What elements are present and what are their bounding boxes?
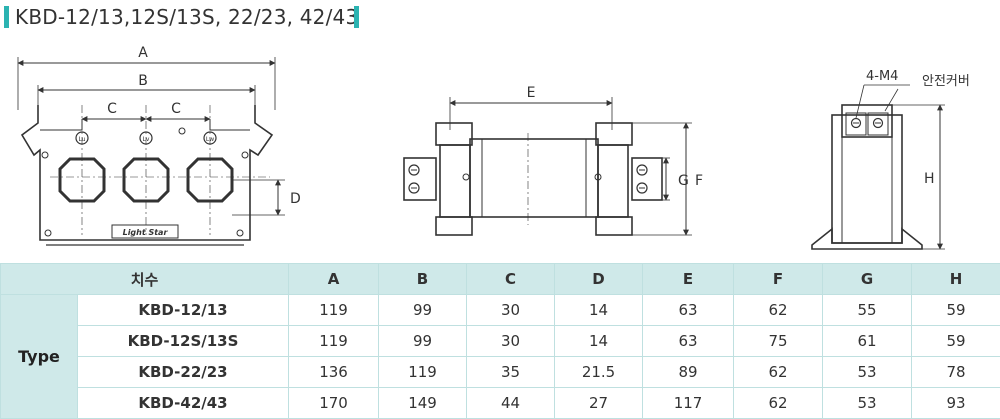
- cell-e: 89: [643, 357, 734, 388]
- cell-f: 62: [734, 295, 823, 326]
- cell-g: 53: [823, 388, 912, 419]
- table-row: KBD-22/23 136 119 35 21.5 89 62 53 78: [1, 357, 1000, 388]
- cell-g: 61: [823, 326, 912, 357]
- cell-g: 53: [823, 357, 912, 388]
- cell-a: 119: [289, 326, 379, 357]
- header-col-c: C: [467, 264, 555, 295]
- model-name: KBD-12/13: [78, 295, 289, 326]
- model-name: KBD-12S/13S: [78, 326, 289, 357]
- model-name: KBD-22/23: [78, 357, 289, 388]
- table-header-row: 치수 A B C D E F G H: [1, 264, 1000, 295]
- cell-c: 35: [467, 357, 555, 388]
- type-label: Type: [1, 295, 78, 419]
- dim-label-g: G: [678, 173, 689, 189]
- cell-e: 117: [643, 388, 734, 419]
- cell-a: 136: [289, 357, 379, 388]
- header-col-e: E: [643, 264, 734, 295]
- dim-label-h: H: [924, 171, 935, 187]
- dimension-table: 치수 A B C D E F G H Type KBD-12/13 119 99…: [0, 263, 1000, 419]
- cell-f: 75: [734, 326, 823, 357]
- cell-h: 78: [912, 357, 1000, 388]
- cell-d: 14: [555, 326, 643, 357]
- cell-b: 99: [379, 326, 467, 357]
- terminal-label-lw: Lw: [206, 136, 214, 143]
- cell-a: 119: [289, 295, 379, 326]
- model-name: KBD-42/43: [78, 388, 289, 419]
- cell-e: 63: [643, 326, 734, 357]
- table-row: Type KBD-12/13 119 99 30 14 63 62 55 59: [1, 295, 1000, 326]
- title-accent-left: [4, 6, 9, 28]
- header-col-g: G: [823, 264, 912, 295]
- table-row: KBD-12S/13S 119 99 30 14 63 75 61 59: [1, 326, 1000, 357]
- header-col-a: A: [289, 264, 379, 295]
- table-row: KBD-42/43 170 149 44 27 117 62 53 93: [1, 388, 1000, 419]
- dim-label-c-left: C: [107, 101, 117, 117]
- front-view-drawing: [18, 57, 285, 245]
- cell-h: 59: [912, 326, 1000, 357]
- cell-d: 27: [555, 388, 643, 419]
- cell-d: 14: [555, 295, 643, 326]
- dim-label-a: A: [138, 45, 148, 61]
- cell-f: 62: [734, 357, 823, 388]
- page-title: KBD-12/13,12S/13S, 22/23, 42/43: [15, 5, 358, 29]
- cell-b: 119: [379, 357, 467, 388]
- screw-spec-label: 4-M4: [866, 69, 898, 84]
- terminal-label-lv: Lv: [143, 136, 150, 143]
- terminal-label-lu: Lu: [78, 136, 85, 143]
- title-accent-right: [354, 6, 359, 28]
- dim-label-b: B: [138, 73, 148, 89]
- cell-e: 63: [643, 295, 734, 326]
- cell-h: 59: [912, 295, 1000, 326]
- header-dimension-label: 치수: [1, 264, 289, 295]
- technical-drawings: A B C C D Light Star Lu Lv Lw: [0, 35, 1000, 260]
- header-col-d: D: [555, 264, 643, 295]
- title-bar: KBD-12/13,12S/13S, 22/23, 42/43: [0, 0, 1000, 32]
- dim-label-d: D: [290, 191, 301, 207]
- header-col-h: H: [912, 264, 1000, 295]
- end-view-drawing: [812, 85, 945, 249]
- cell-c: 30: [467, 326, 555, 357]
- cell-h: 93: [912, 388, 1000, 419]
- cell-a: 170: [289, 388, 379, 419]
- cell-b: 99: [379, 295, 467, 326]
- cell-g: 55: [823, 295, 912, 326]
- header-col-f: F: [734, 264, 823, 295]
- cell-c: 44: [467, 388, 555, 419]
- side-view-drawing: [404, 97, 692, 235]
- dim-label-f: F: [695, 173, 703, 189]
- safety-cover-label: 안전커버: [922, 74, 970, 89]
- dim-label-c-right: C: [171, 101, 181, 117]
- cell-c: 30: [467, 295, 555, 326]
- header-col-b: B: [379, 264, 467, 295]
- cell-f: 62: [734, 388, 823, 419]
- brand-logo-text: Light Star: [123, 228, 169, 237]
- cell-b: 149: [379, 388, 467, 419]
- dim-label-e: E: [527, 85, 536, 101]
- cell-d: 21.5: [555, 357, 643, 388]
